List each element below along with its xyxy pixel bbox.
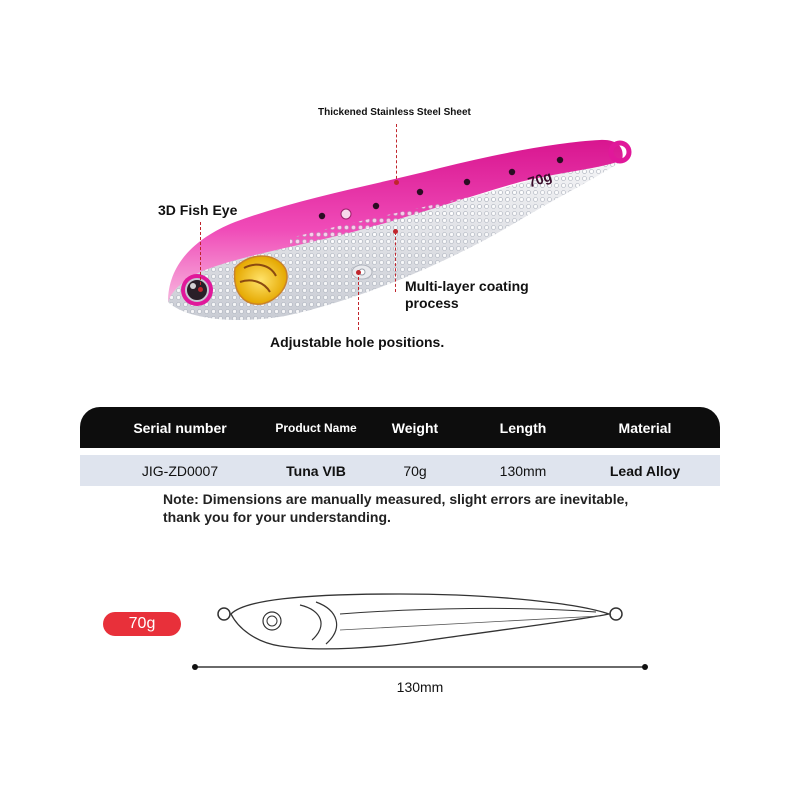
- cell-weight: 70g: [403, 462, 427, 479]
- cell-material: Lead Alloy: [609, 462, 681, 479]
- leader-steel-sheet: [396, 124, 397, 184]
- header-serial-number: Serial number: [133, 419, 227, 436]
- leader-dot: [198, 287, 203, 292]
- leader-coating: [395, 232, 396, 292]
- leader-dot: [356, 270, 361, 275]
- spec-table-header: Serial number Product Name Weight Length…: [80, 407, 720, 448]
- header-weight: Weight: [391, 419, 439, 436]
- callout-steel-sheet: Thickened Stainless Steel Sheet: [318, 107, 471, 118]
- body-weight-mark: 70g: [526, 168, 554, 191]
- front-ring: [609, 607, 623, 621]
- table-row: JIG-ZD0007 Tuna VIB 70g 130mm Lead Alloy: [80, 455, 720, 486]
- weight-badge: 70g: [103, 612, 181, 636]
- note-line-1: Note: Dimensions are manually measured, …: [163, 491, 629, 507]
- cell-serial-number: JIG-ZD0007: [141, 462, 219, 479]
- header-product-name: Product Name: [275, 420, 357, 435]
- rear-ring: [217, 607, 231, 621]
- gill-plate: [233, 255, 288, 305]
- cell-product-name: Tuna VIB: [286, 462, 346, 479]
- callout-hole-positions: Adjustable hole positions.: [270, 334, 445, 350]
- leader-fish-eye: [200, 222, 201, 290]
- callout-fish-eye: 3D Fish Eye: [158, 202, 238, 218]
- cell-length: 130mm: [499, 462, 547, 479]
- lure-image: 70g: [168, 139, 632, 320]
- callout-coating-2: process: [405, 295, 459, 311]
- length-dimension-label: 130mm: [396, 679, 444, 695]
- fish-eye-3d: [181, 274, 213, 306]
- leader-dot: [394, 180, 399, 185]
- dorsal-holes: [318, 156, 564, 220]
- lure-back: [168, 139, 623, 302]
- line-tie-ring: [608, 140, 632, 164]
- header-length: Length: [499, 419, 547, 436]
- callout-coating: Multi-layer coating: [405, 278, 529, 294]
- note-line-2: thank you for your understanding.: [163, 509, 391, 525]
- leader-hole-positions: [358, 272, 359, 330]
- measurement-note: Note: Dimensions are manually measured, …: [163, 490, 683, 526]
- lure-outline-diagram: [192, 593, 648, 670]
- header-material: Material: [618, 419, 672, 436]
- leader-dot: [393, 229, 398, 234]
